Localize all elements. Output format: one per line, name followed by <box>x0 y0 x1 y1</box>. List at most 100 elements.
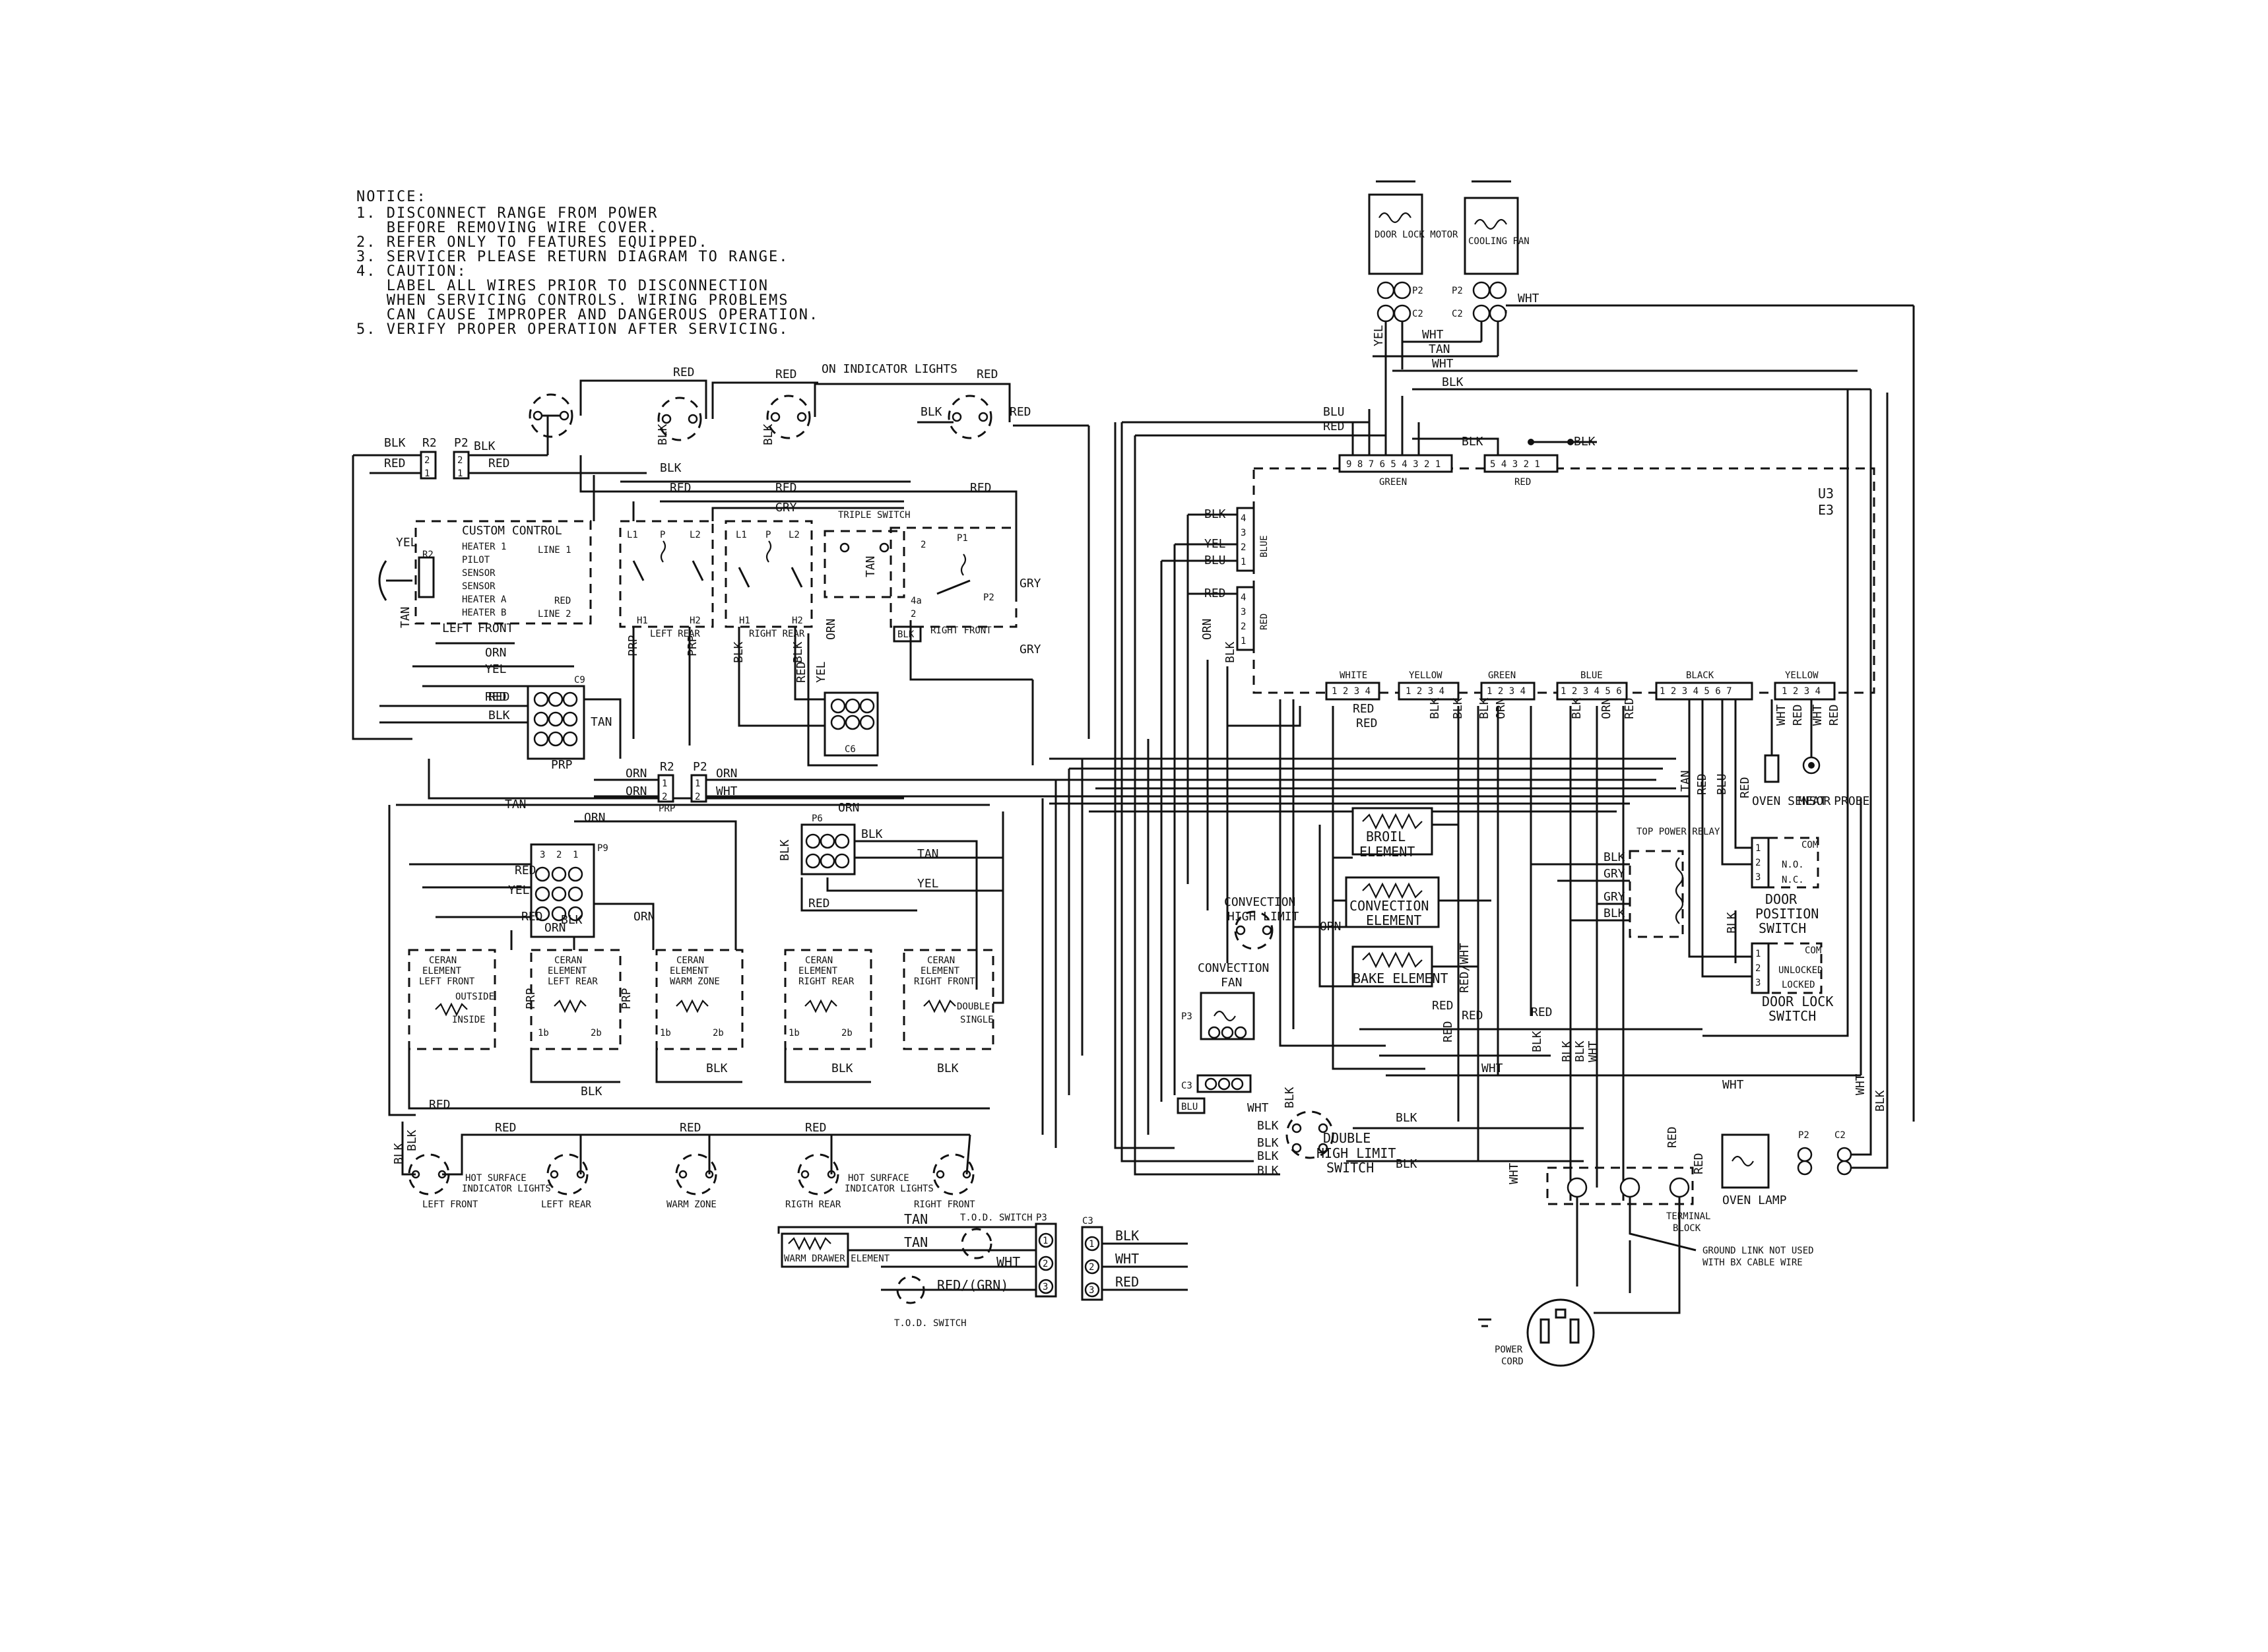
svg-text:BLK: BLK <box>392 1143 406 1164</box>
svg-text:OVEN LAMP: OVEN LAMP <box>1722 1193 1787 1207</box>
svg-text:BLK: BLK <box>861 827 883 841</box>
svg-text:P1: P1 <box>957 533 968 544</box>
svg-text:C2: C2 <box>1834 1130 1846 1141</box>
svg-text:BLK: BLK <box>656 424 670 445</box>
svg-text:BLU: BLU <box>1323 405 1345 419</box>
svg-text:RED: RED <box>1791 704 1805 726</box>
svg-text:5 4 3 2 1: 5 4 3 2 1 <box>1490 459 1540 470</box>
svg-text:2: 2 <box>1755 963 1761 974</box>
svg-text:BLK: BLK <box>1462 435 1483 449</box>
svg-text:3: 3 <box>1089 1285 1094 1296</box>
svg-text:RED: RED <box>515 864 536 877</box>
svg-text:CERAN: CERAN <box>676 955 704 966</box>
svg-text:R2: R2 <box>422 436 437 450</box>
svg-text:2: 2 <box>911 609 916 620</box>
svg-text:TAN: TAN <box>399 606 412 628</box>
meat-probe: MEAT PROBE <box>1798 699 1869 808</box>
svg-text:1: 1 <box>1241 636 1246 647</box>
svg-text:RED: RED <box>521 910 543 924</box>
svg-text:P: P <box>660 530 665 540</box>
svg-text:PRP: PRP <box>686 635 699 656</box>
svg-text:PILOT: PILOT <box>462 555 490 565</box>
svg-text:HEATER B: HEATER B <box>462 608 506 618</box>
svg-text:CORD: CORD <box>1501 1356 1524 1367</box>
svg-text:TAN: TAN <box>904 1211 928 1227</box>
svg-text:2: 2 <box>1089 1262 1094 1273</box>
svg-text:BLK: BLK <box>706 1062 728 1075</box>
svg-text:ORN: ORN <box>824 618 838 640</box>
notice-line: WHEN SERVICING CONTROLS. WIRING PROBLEMS <box>356 292 789 309</box>
svg-text:P2: P2 <box>1452 286 1463 296</box>
svg-text:1: 1 <box>573 850 578 860</box>
svg-text:LEFT FRONT: LEFT FRONT <box>419 976 475 987</box>
svg-text:BLK: BLK <box>1873 1090 1887 1112</box>
svg-text:ORN: ORN <box>1494 697 1508 719</box>
svg-text:WHT: WHT <box>1518 292 1539 305</box>
svg-text:1b: 1b <box>538 1028 549 1038</box>
svg-text:YEL: YEL <box>396 536 418 550</box>
svg-text:WHT: WHT <box>1422 328 1444 342</box>
svg-text:TAN: TAN <box>904 1234 928 1250</box>
svg-text:RED: RED <box>1356 716 1378 730</box>
svg-text:RED: RED <box>775 367 797 381</box>
svg-text:1: 1 <box>424 468 430 479</box>
svg-text:BLK: BLK <box>384 436 406 450</box>
svg-text:1: 1 <box>1755 843 1761 854</box>
svg-text:2: 2 <box>556 850 562 860</box>
svg-text:BLK: BLK <box>474 439 496 453</box>
svg-text:WARM DRAWER ELEMENT: WARM DRAWER ELEMENT <box>784 1254 890 1264</box>
svg-text:LOCKED: LOCKED <box>1782 980 1815 990</box>
svg-text:RED: RED <box>977 367 998 381</box>
svg-text:ORN: ORN <box>485 646 507 660</box>
svg-text:HEATER A: HEATER A <box>462 594 507 605</box>
cooling-fan: COOLING FAN P2 C2 <box>1452 180 1530 323</box>
custom-control-label: CUSTOM CONTROL <box>462 524 562 538</box>
svg-text:BAKE ELEMENT: BAKE ELEMENT <box>1353 970 1448 986</box>
svg-text:RED: RED <box>1432 999 1454 1013</box>
svg-text:L2: L2 <box>690 530 701 540</box>
svg-text:P: P <box>765 530 771 540</box>
svg-text:GREEN: GREEN <box>1379 477 1407 488</box>
svg-text:ORN: ORN <box>838 801 860 815</box>
svg-text:RED: RED <box>1353 702 1375 716</box>
svg-text:RED: RED <box>554 596 571 606</box>
top-motor-wiring: WHT WHT TAN WHT BLK YEL <box>1372 292 1915 1135</box>
svg-text:BLK: BLK <box>660 461 682 475</box>
svg-text:BLK: BLK <box>1223 641 1237 663</box>
svg-text:OVEN SENSOR: OVEN SENSOR <box>1752 794 1831 808</box>
svg-text:BLK: BLK <box>1573 1040 1587 1062</box>
svg-text:DOUBLE: DOUBLE <box>1323 1130 1371 1146</box>
svg-text:DOOR: DOOR <box>1765 891 1798 907</box>
bake-element: BAKE ELEMENT <box>1351 945 1448 988</box>
svg-text:N.O.: N.O. <box>1782 860 1804 870</box>
connector-c6: C6 RED YEL ORN <box>794 618 879 757</box>
warm-drawer-section: WARM DRAWER ELEMENT TAN TAN T.O.D. SWITC… <box>777 1211 1057 1329</box>
svg-text:YEL: YEL <box>917 877 939 891</box>
svg-text:4: 4 <box>1241 513 1246 524</box>
svg-text:WHT: WHT <box>1774 704 1788 726</box>
connector-p6: P6 ORN BLK TAN YEL RED BLK <box>778 801 939 910</box>
notice-line: 1. DISCONNECT RANGE FROM POWER <box>356 205 658 222</box>
svg-text:YEL: YEL <box>485 662 507 676</box>
svg-text:RED: RED <box>805 1121 827 1135</box>
svg-text:P2: P2 <box>1798 1130 1809 1141</box>
svg-text:BLK: BLK <box>1477 697 1491 719</box>
svg-text:LEFT REAR: LEFT REAR <box>541 1199 591 1210</box>
svg-text:P3: P3 <box>1036 1213 1047 1223</box>
svg-text:C3: C3 <box>1181 1081 1192 1091</box>
svg-text:INSIDE: INSIDE <box>452 1015 486 1025</box>
svg-text:MEAT PROBE: MEAT PROBE <box>1798 794 1869 808</box>
svg-text:ELEMENT: ELEMENT <box>921 966 960 976</box>
door-lock-switch: 123 COM UNLOCKED LOCKED DOOR LOCK SWITCH <box>1751 942 1833 1024</box>
svg-text:BLU: BLU <box>1181 1102 1198 1112</box>
svg-text:GRY: GRY <box>1020 643 1041 656</box>
svg-text:TERMINAL: TERMINAL <box>1666 1211 1710 1222</box>
svg-text:YEL: YEL <box>814 661 828 683</box>
svg-text:DOOR LOCK: DOOR LOCK <box>1762 994 1833 1009</box>
top-power-relay: TOP POWER RELAY BLK GRY GRY BLK <box>1531 827 1720 938</box>
svg-text:COM: COM <box>1801 840 1818 850</box>
svg-text:RED: RED <box>1827 704 1841 726</box>
lower-center-wiring: RED RED RED RED WHT WHT BLK BLK BLK WHT … <box>1120 422 1861 1201</box>
svg-text:2: 2 <box>424 455 430 466</box>
svg-text:BLK: BLK <box>778 839 792 861</box>
